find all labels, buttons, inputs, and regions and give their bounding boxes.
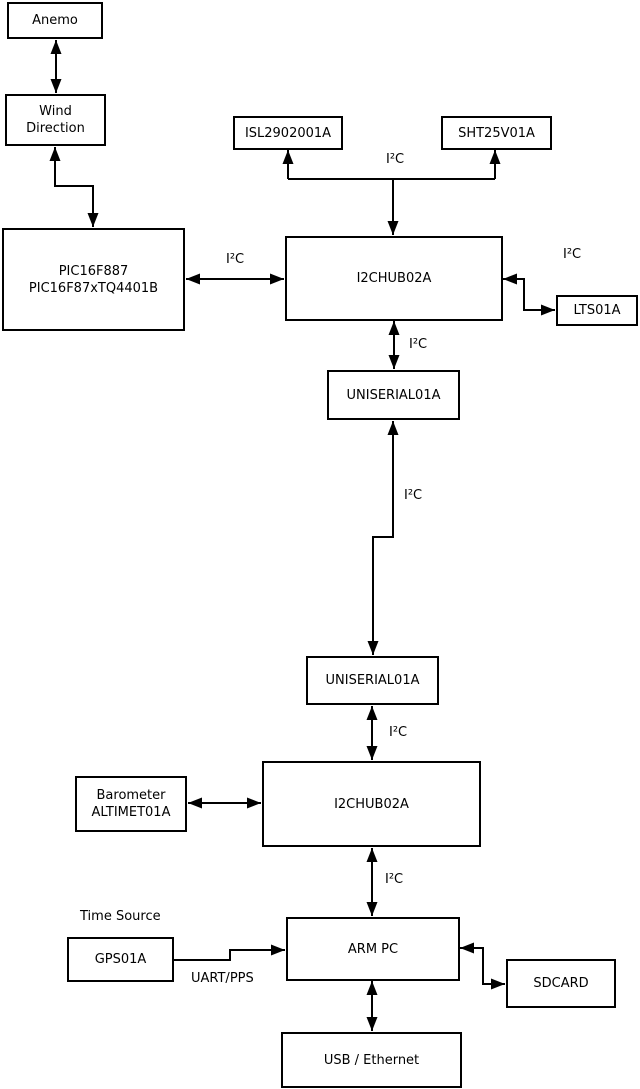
- connector-wind-pic: [49, 147, 99, 227]
- box-arm-pc-label: ARM PC: [347, 941, 399, 957]
- box-usb-ethernet-label: USB / Ethernet: [323, 1052, 420, 1068]
- box-sht25v01a: SHT25V01A: [441, 116, 552, 150]
- connector-gps-armpc: [174, 944, 285, 961]
- box-uniserial-bottom: UNISERIAL01A: [306, 656, 439, 705]
- label-i2c-sensors: I²C: [386, 152, 405, 167]
- box-lts-label: LTS01A: [573, 303, 621, 318]
- connector-armpc-sdcard: [460, 942, 505, 990]
- box-i2chub-bottom: I2CHUB02A: [262, 761, 481, 847]
- box-usb-ethernet: USB / Ethernet: [281, 1032, 462, 1088]
- box-sdcard: SDCARD: [506, 959, 616, 1008]
- box-anemo-label: Anemo: [32, 13, 78, 28]
- label-i2c-uniserial-hub2: I²C: [389, 725, 408, 740]
- box-pic-line1: PIC16F887: [58, 263, 129, 279]
- label-i2c-lts: I²C: [563, 247, 582, 262]
- box-wind-direction-line1: Wind: [39, 104, 72, 119]
- box-i2chub-bottom-label: I2CHUB02A: [334, 796, 409, 812]
- box-isl2902001a: ISL2902001A: [233, 116, 343, 150]
- box-gps-label: GPS01A: [94, 952, 147, 967]
- label-uart-pps: UART/PPS: [191, 971, 254, 986]
- box-barometer: Barometer ALTIMET01A: [75, 776, 187, 832]
- box-wind-direction-line2: Direction: [26, 121, 85, 136]
- box-pic-microcontroller: PIC16F887 PIC16F87xTQ4401B: [2, 228, 185, 331]
- box-uniserial-top-label: UNISERIAL01A: [346, 387, 441, 403]
- box-gps01a: GPS01A: [67, 937, 174, 982]
- label-i2c-hub-uniserial: I²C: [409, 337, 428, 352]
- label-i2c-pic-hub: I²C: [226, 252, 245, 267]
- label-time-source: Time Source: [80, 909, 161, 924]
- box-arm-pc: ARM PC: [286, 917, 460, 981]
- box-barometer-line1: Barometer: [96, 788, 166, 803]
- box-lts01a: LTS01A: [556, 295, 638, 326]
- label-i2c-hub2-arm: I²C: [385, 872, 404, 887]
- box-uniserial-bottom-label: UNISERIAL01A: [325, 673, 420, 688]
- connector-i2chub-lts: [503, 273, 555, 316]
- box-isl-label: ISL2902001A: [244, 125, 332, 141]
- box-sdcard-label: SDCARD: [533, 976, 589, 991]
- box-i2chub-top: I2CHUB02A: [285, 236, 503, 321]
- box-pic-line2: PIC16F87xTQ4401B: [28, 280, 159, 296]
- connector-uniserial-link: [367, 421, 399, 655]
- box-anemo: Anemo: [7, 2, 103, 39]
- box-barometer-line2: ALTIMET01A: [91, 805, 171, 820]
- box-i2chub-top-label: I2CHUB02A: [356, 271, 432, 286]
- box-wind-direction: Wind Direction: [5, 94, 106, 146]
- label-i2c-long-link: I²C: [404, 488, 423, 503]
- box-sht-label: SHT25V01A: [458, 125, 535, 141]
- box-uniserial-top: UNISERIAL01A: [327, 370, 460, 420]
